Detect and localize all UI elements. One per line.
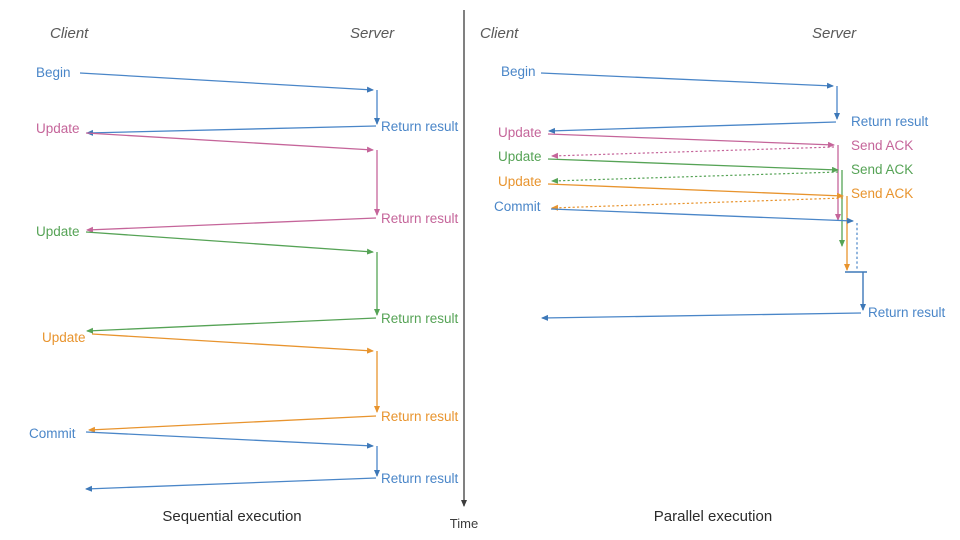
left-arrow-update1-request [85, 132, 374, 153]
right-arrow-commit-reply [541, 312, 862, 321]
right-label-commit: Commit [494, 199, 541, 214]
right-label-update3-ack: Send ACK [851, 186, 913, 201]
panel-parallel: Client Server Begin Return result Update… [480, 25, 946, 525]
right-arrow-update3-ack [551, 197, 844, 211]
left-arrow-update1-reply [86, 217, 377, 233]
left-message-update-2: Update Return result [36, 224, 459, 334]
right-panel-caption: Parallel execution [654, 508, 772, 525]
left-message-update-3: Update Return result [42, 330, 459, 433]
left-label-update-1: Update [36, 121, 80, 136]
left-message-update-1: Update Return result [36, 121, 459, 233]
left-arrow-commit-request [85, 431, 374, 449]
left-label-update-2: Update [36, 224, 80, 239]
left-label-commit: Commit [29, 426, 76, 441]
right-arrow-begin-request [540, 72, 834, 89]
left-arrow-begin-reply [86, 125, 377, 136]
left-panel-caption: Sequential execution [162, 508, 301, 525]
right-arrow-update3-request [547, 183, 844, 199]
right-message-update-1: Update Send ACK [498, 125, 913, 221]
left-arrow-commit-reply [85, 477, 377, 492]
right-label-begin-reply: Return result [851, 114, 929, 129]
left-arrow-update3-reply [88, 415, 377, 433]
left-message-commit: Commit Return result [29, 426, 459, 492]
right-label-commit-reply: Return result [868, 305, 946, 320]
time-axis-label: Time [450, 516, 478, 531]
left-arrow-update2-request [85, 231, 374, 255]
right-arrow-update1-request [547, 133, 835, 148]
left-label-begin: Begin [36, 65, 71, 80]
left-arrow-update3-request [91, 333, 374, 354]
left-arrow-update2-reply [86, 317, 377, 334]
left-label-update2-reply: Return result [381, 311, 459, 326]
left-label-update1-reply: Return result [381, 211, 459, 226]
right-arrow-begin-reply [548, 121, 837, 134]
right-message-update-3: Update Send ACK [498, 174, 913, 271]
left-message-begin: Begin Return result [36, 65, 459, 136]
left-server-header: Server [350, 25, 395, 42]
right-label-update-3: Update [498, 174, 542, 189]
right-client-header: Client [480, 25, 519, 42]
right-label-update1-ack: Send ACK [851, 138, 913, 153]
left-label-commit-reply: Return result [381, 471, 459, 486]
right-label-update-2: Update [498, 149, 542, 164]
right-server-header: Server [812, 25, 857, 42]
left-client-header: Client [50, 25, 89, 42]
left-label-update3-reply: Return result [381, 409, 459, 424]
time-axis: Time [450, 10, 478, 531]
right-message-commit: Commit Return result [494, 199, 946, 321]
right-arrow-update2-ack [551, 171, 839, 184]
right-arrow-update1-ack [551, 146, 835, 159]
left-label-begin-reply: Return result [381, 119, 459, 134]
panel-sequential: Client Server Begin Return result Update… [29, 25, 459, 525]
right-label-update2-ack: Send ACK [851, 162, 913, 177]
right-label-begin: Begin [501, 64, 536, 79]
right-label-update-1: Update [498, 125, 542, 140]
right-arrow-commit-request [550, 208, 854, 224]
right-message-update-2: Update Send ACK [498, 149, 913, 247]
right-message-begin: Begin Return result [501, 64, 929, 134]
left-label-update-3: Update [42, 330, 86, 345]
right-arrow-update2-request [547, 158, 839, 173]
left-arrow-begin-request [79, 72, 374, 93]
